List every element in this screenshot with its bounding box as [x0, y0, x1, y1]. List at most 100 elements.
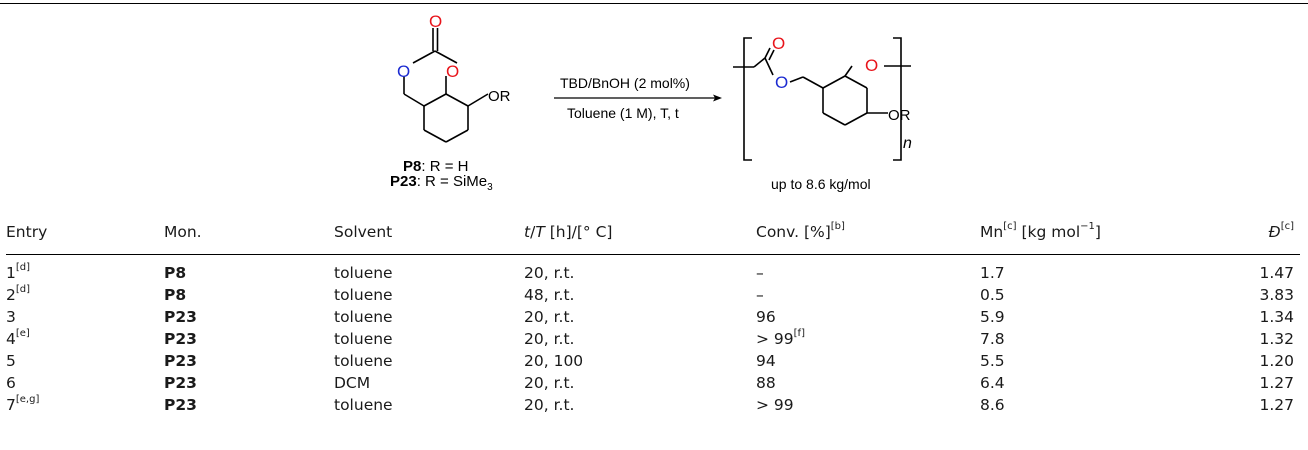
header-disp-note: [c] — [1280, 221, 1294, 232]
header-dispersity: Đ[c] — [1230, 217, 1300, 255]
entry-number: 3 — [6, 308, 16, 326]
conv-value: 88 — [756, 374, 776, 392]
polymer-carbonyl-oxygen: O — [772, 34, 785, 53]
entry-number: 5 — [6, 352, 16, 370]
cell-dispersity: 1.34 — [1259, 308, 1294, 326]
cell-solvent: toluene — [334, 352, 393, 370]
cell-entry: 2[d] — [6, 284, 164, 306]
entry-note: [e] — [15, 328, 30, 339]
conv-value: > 99 — [756, 330, 794, 348]
conv-value: – — [756, 286, 764, 304]
cell-conv: 94 — [756, 350, 980, 372]
conv-value: 94 — [756, 352, 776, 370]
header-conv-text: Conv. [%] — [756, 223, 831, 241]
header-mn-units: [kg mol — [1016, 223, 1081, 241]
cell-dispersity: 1.20 — [1259, 352, 1294, 370]
header-mn-text: Mn — [980, 223, 1004, 241]
entry-number: 7 — [6, 396, 16, 414]
p23-sub: 3 — [487, 182, 493, 193]
header-conv-note: [b] — [830, 221, 845, 232]
cell-solvent: toluene — [334, 264, 393, 282]
reagent-above: TBD/BnOH (2 mol%) — [560, 75, 690, 91]
cell-mon: P23 — [164, 308, 197, 326]
conv-value: 96 — [756, 308, 776, 326]
cell-time-temp: 20, 100 — [524, 352, 584, 370]
cell-time-temp: 20, r.t. — [524, 396, 575, 414]
cell-mn: 0.5 — [980, 286, 1005, 304]
p8-desc: : R = H — [421, 158, 468, 175]
scheme-drawing: O O O OR P8: R = H P23: R = SiMe3 TBD/Bn… — [390, 12, 912, 193]
p23-desc: : R = SiMe — [417, 173, 487, 190]
cell-mn: 7.8 — [980, 330, 1005, 348]
cell-dispersity: 3.83 — [1259, 286, 1294, 304]
ring-oxygen-left: O — [397, 62, 410, 81]
header-slash: / — [530, 223, 536, 241]
cell-time-temp: 20, r.t. — [524, 330, 575, 348]
cell-time-temp: 48, r.t. — [524, 286, 575, 304]
conv-note: [f] — [793, 328, 805, 339]
p8-id: P8 — [403, 158, 421, 175]
cell-entry: 6 — [6, 372, 164, 394]
reagent-below: Toluene (1 M), T, t — [567, 105, 679, 121]
entry-number: 2 — [6, 286, 16, 304]
conv-value: > 99 — [756, 396, 794, 414]
header-t-big: T — [535, 223, 545, 241]
entry-number: 6 — [6, 374, 16, 392]
cell-solvent: toluene — [334, 396, 393, 414]
header-mn-units-exp: −1 — [1080, 221, 1095, 232]
results-table: Entry Mon. Solvent t/T [h]/[° C] Conv. [… — [6, 217, 1300, 416]
cell-dispersity: 1.47 — [1259, 264, 1294, 282]
cell-conv: > 99 — [756, 394, 980, 416]
cell-conv: 96 — [756, 306, 980, 328]
header-row: Entry Mon. Solvent t/T [h]/[° C] Conv. [… — [6, 217, 1300, 255]
monomer-label-p23: P23: R = SiMe3 — [390, 173, 493, 193]
conv-value: – — [756, 264, 764, 282]
carbonyl-oxygen: O — [429, 12, 442, 31]
reaction-arrow — [554, 94, 722, 102]
cell-mn: 8.6 — [980, 396, 1005, 414]
table-header: Entry Mon. Solvent t/T [h]/[° C] Conv. [… — [6, 217, 1300, 255]
repeat-index: n — [903, 135, 912, 152]
header-tt-units: [h]/[° C] — [544, 223, 613, 241]
cell-entry: 4[e] — [6, 328, 164, 350]
cell-entry: 1[d] — [6, 255, 164, 285]
cell-solvent: DCM — [334, 374, 371, 392]
top-rule — [0, 3, 1308, 4]
cell-mon: P23 — [164, 352, 197, 370]
cell-entry: 3 — [6, 306, 164, 328]
cell-mn: 5.5 — [980, 352, 1005, 370]
monomer-label-p8: P8: R = H — [403, 158, 468, 175]
cell-time-temp: 20, r.t. — [524, 264, 575, 282]
cell-conv: > 99[f] — [756, 328, 980, 350]
header-disp-text: Đ — [1268, 223, 1281, 241]
cell-mon: P23 — [164, 330, 197, 348]
cell-solvent: toluene — [334, 308, 393, 326]
ring-oxygen-right: O — [446, 62, 459, 81]
cell-dispersity: 1.27 — [1259, 374, 1294, 392]
cell-solvent: toluene — [334, 330, 393, 348]
header-solvent: Solvent — [334, 217, 524, 255]
polymer-ester-oxygen: O — [775, 73, 788, 92]
cell-conv: – — [756, 284, 980, 306]
entry-note: [d] — [15, 262, 31, 273]
header-mn-units-end: ] — [1094, 223, 1101, 241]
header-mn-note: [c] — [1003, 221, 1017, 232]
cell-mn: 1.7 — [980, 264, 1005, 282]
header-mon: Mon. — [164, 217, 334, 255]
reaction-scheme: O O O OR P8: R = H P23: R = SiMe3 TBD/Bn… — [0, 0, 1308, 215]
entry-note: [d] — [15, 284, 31, 295]
polymer-substituent: OR — [888, 107, 911, 124]
yield-note: up to 8.6 kg/mol — [771, 176, 871, 192]
cell-entry: 5 — [6, 350, 164, 372]
entry-number: 4 — [6, 330, 16, 348]
polymer-ether-oxygen: O — [865, 56, 878, 75]
polymer-structure — [733, 37, 911, 161]
cell-conv: – — [756, 255, 980, 285]
cell-time-temp: 20, r.t. — [524, 374, 575, 392]
